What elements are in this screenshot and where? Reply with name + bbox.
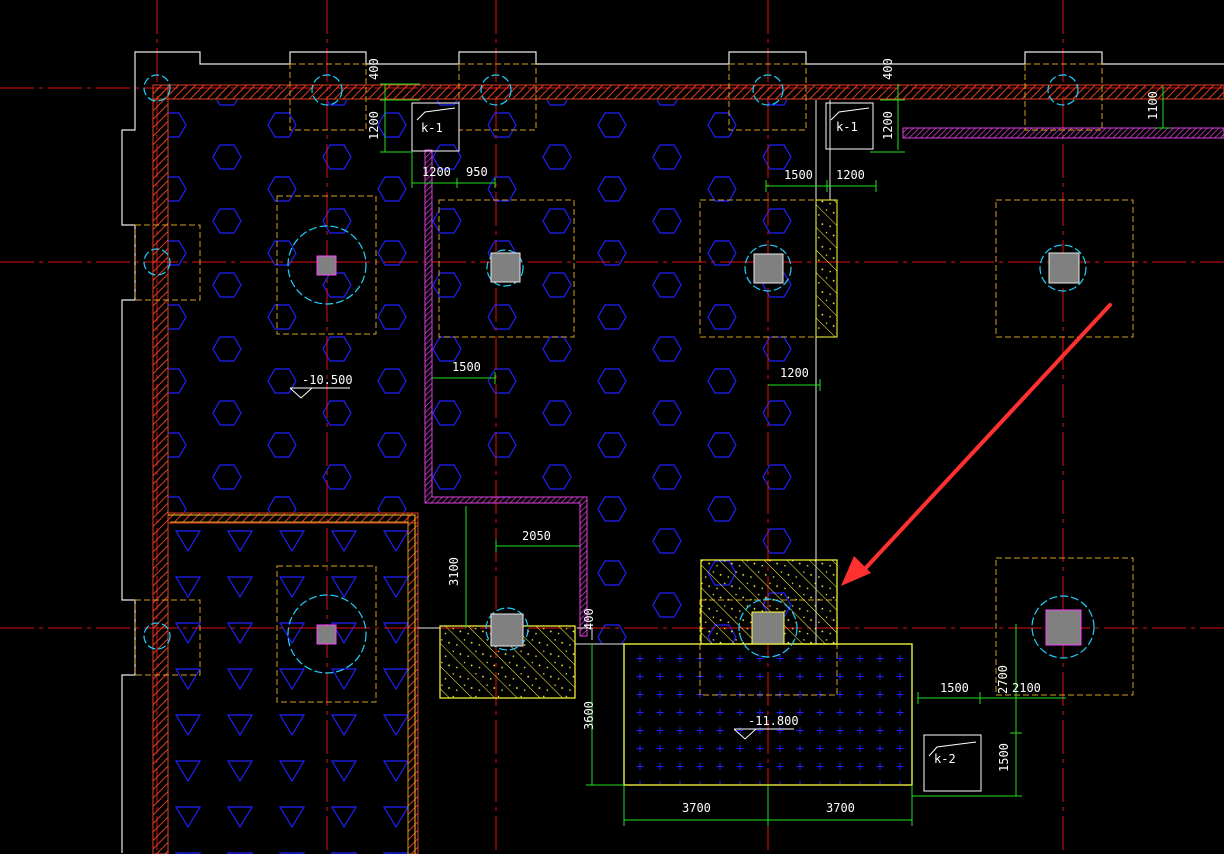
dim-3700-left: 3700 — [682, 801, 711, 815]
dim-400-top-left: 400 — [367, 58, 381, 80]
dim-2050: 2050 — [522, 529, 551, 543]
dim-1500-mid: 1500 — [452, 360, 481, 374]
dim-1500-k2: 1500 — [997, 743, 1011, 772]
dim-1200-top: 1200 — [836, 168, 865, 182]
lower-left-pit-wall — [167, 512, 419, 854]
elevation-deep-pit-label: -11.800 — [748, 714, 799, 728]
conduit-run — [424, 149, 588, 637]
dim-1200-mid: 1200 — [780, 366, 809, 380]
dim-400-mid: 400 — [582, 608, 596, 630]
pile-hex-pattern-area — [168, 100, 816, 644]
dim-1200-under-k1: 1200 — [422, 165, 451, 179]
pit-tag-k1-left: k-1 — [411, 102, 460, 152]
dim-2100: 2100 — [1012, 681, 1041, 695]
svg-text:k-1: k-1 — [421, 121, 443, 135]
dimension-lines — [380, 83, 1170, 826]
dim-3100: 3100 — [447, 557, 461, 586]
elevation-marker-main: -10.500 — [289, 373, 353, 399]
pit-tag-k1-right: k-1 — [825, 102, 874, 150]
dim-1200-right-k1: 1200 — [881, 111, 895, 140]
retaining-wall — [152, 84, 1224, 854]
columns — [316, 252, 1082, 647]
dim-1200-top-left: 1200 — [367, 111, 381, 140]
dim-3700-right: 3700 — [826, 801, 855, 815]
conduit-end-cap — [577, 627, 593, 640]
pile-triangle-pattern-area — [170, 524, 408, 854]
dim-950: 950 — [466, 165, 488, 179]
dim-400-top-right: 400 — [881, 58, 895, 80]
top-right-channel — [815, 100, 1224, 644]
red-pointer-arrow-icon — [841, 303, 1112, 586]
elevation-marker-deep-pit: -11.800 — [733, 714, 799, 740]
dim-1500-top: 1500 — [784, 168, 813, 182]
pile-circles — [143, 74, 1095, 674]
dim-2700: 2700 — [996, 665, 1010, 694]
pit-tag-k2: k-2 — [923, 734, 982, 792]
dimension-texts: 400 1200 1200 950 400 1200 1100 1500 120… — [367, 58, 1160, 815]
pile-caps — [134, 63, 1134, 703]
dim-1100: 1100 — [1146, 91, 1160, 120]
svg-text:k-2: k-2 — [934, 752, 956, 766]
elevation-main-label: -10.500 — [302, 373, 353, 387]
dim-1500-right: 1500 — [940, 681, 969, 695]
dim-3600: 3600 — [582, 701, 596, 730]
svg-text:k-1: k-1 — [836, 120, 858, 134]
